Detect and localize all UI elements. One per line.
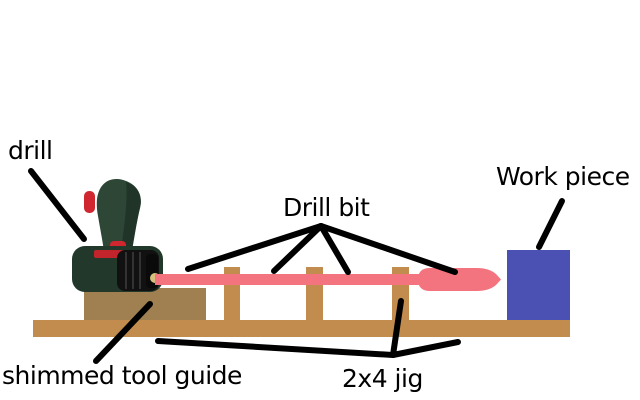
drill-battery-button <box>84 191 95 213</box>
work-piece-pointer-line <box>536 198 565 250</box>
drill-bit-pointer-line-3 <box>318 223 351 275</box>
label-2x4-jig: 2x4 jig <box>342 364 423 393</box>
jig-base-board <box>33 320 570 337</box>
drill-bit-pointer-line-4 <box>318 223 458 275</box>
label-shimmed-tool-guide: shimmed tool guide <box>2 361 242 390</box>
drill-bit-pointer-line-2 <box>271 223 324 274</box>
shim-pointer-line <box>93 301 153 364</box>
drill-image <box>72 178 163 292</box>
drill-handle-shadow <box>121 182 141 251</box>
drill-bit-tip <box>418 268 501 291</box>
shim-block <box>84 288 206 320</box>
drill-bit-pointer-line-1 <box>185 223 324 272</box>
jig-pointer-line-middle <box>390 298 404 358</box>
jig-pointer-line-right <box>390 339 461 358</box>
work-piece-block <box>507 250 570 320</box>
jig-pointer-line-left <box>155 338 396 358</box>
label-work-piece: Work piece <box>496 162 630 191</box>
drill-pointer-line <box>28 168 87 242</box>
label-drill: drill <box>8 136 53 165</box>
drill-chuck-ridges <box>125 252 141 289</box>
label-drill-bit: Drill bit <box>283 193 370 222</box>
drill-bit-shaft <box>155 274 423 285</box>
